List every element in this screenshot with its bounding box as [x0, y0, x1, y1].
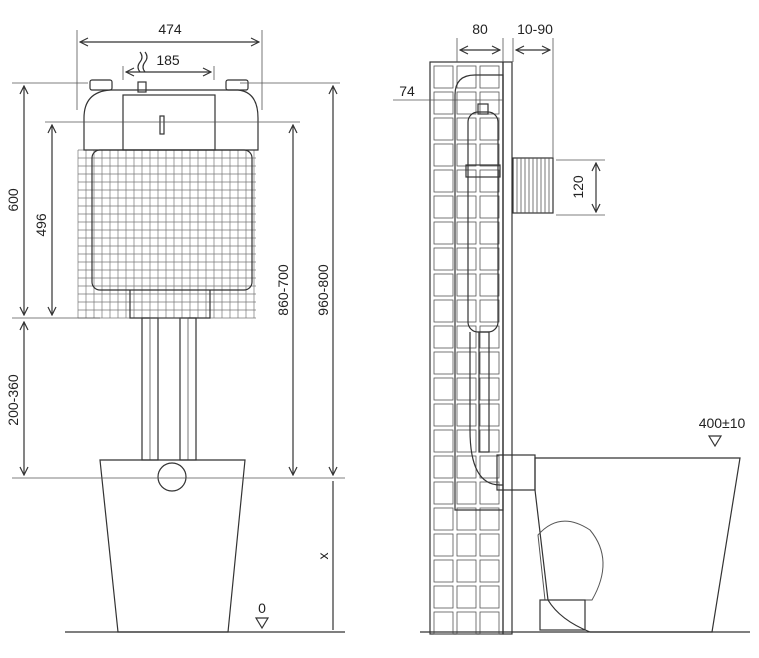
brick — [433, 169, 454, 193]
brick — [433, 195, 454, 219]
brick — [479, 611, 500, 635]
dim-80: 80 — [472, 21, 488, 37]
toilet-bowl-front — [99, 459, 246, 633]
brick — [433, 247, 454, 271]
brick — [479, 507, 500, 531]
tank-body — [91, 149, 253, 291]
brick — [479, 559, 500, 583]
brick — [433, 143, 454, 167]
brick-wall — [429, 61, 504, 635]
dim-960-800: 960-800 — [315, 264, 331, 316]
brick — [456, 195, 477, 219]
flush-pipe — [149, 317, 189, 461]
level-marker-icon — [707, 435, 723, 448]
level-marker-icon — [254, 617, 270, 630]
button-box-grille — [516, 158, 550, 213]
dim-74: 74 — [399, 83, 415, 99]
frame-ear-left — [89, 79, 113, 91]
brick — [456, 117, 477, 141]
brick — [456, 325, 477, 349]
wall-panel — [502, 61, 513, 635]
brick — [433, 481, 454, 505]
brick — [479, 481, 500, 505]
dim-x: x — [315, 553, 331, 560]
brick — [433, 507, 454, 531]
brick — [479, 585, 500, 609]
brick — [479, 143, 500, 167]
brick — [433, 403, 454, 427]
brick — [433, 221, 454, 245]
brick — [456, 611, 477, 635]
brick — [479, 533, 500, 557]
drain-outlet — [539, 599, 586, 631]
brick — [479, 455, 500, 479]
brick — [433, 611, 454, 635]
cistern-top — [83, 89, 259, 151]
brick — [433, 273, 454, 297]
brick — [456, 377, 477, 401]
brick — [433, 65, 454, 89]
brick — [456, 65, 477, 89]
brick — [456, 351, 477, 375]
frame-side — [454, 74, 504, 511]
toilet-bowl-side — [534, 457, 741, 633]
brick — [456, 221, 477, 245]
dim-120: 120 — [570, 175, 586, 199]
dim-185: 185 — [156, 52, 180, 68]
brick — [433, 455, 454, 479]
brick — [433, 91, 454, 115]
bowl-inlet — [157, 462, 187, 492]
dim-400: 400±10 — [699, 415, 746, 431]
frame-ear-right — [225, 79, 249, 91]
side-view: 80 10-90 74 120 400±10 — [393, 21, 750, 635]
dim-860-700: 860-700 — [275, 264, 291, 316]
front-view: 474 185 600 496 200-360 860-700 960-800 … — [5, 21, 345, 633]
brick — [456, 247, 477, 271]
brick — [456, 429, 477, 453]
brick — [433, 429, 454, 453]
tank-valve — [465, 164, 501, 178]
flush-pipe-side — [478, 331, 490, 453]
brick — [479, 91, 500, 115]
water-supply-icon — [137, 51, 148, 73]
brick — [456, 585, 477, 609]
dim-10-90: 10-90 — [517, 21, 553, 37]
brick — [456, 559, 477, 583]
brick — [479, 221, 500, 245]
brick — [456, 299, 477, 323]
frame-grid — [77, 149, 256, 319]
brick — [433, 377, 454, 401]
brick — [456, 273, 477, 297]
brick — [456, 507, 477, 531]
brick — [456, 403, 477, 427]
dim-600: 600 — [5, 188, 21, 212]
brick — [433, 351, 454, 375]
bowl-trap-section — [537, 520, 604, 601]
cistern-cover — [122, 94, 216, 151]
brick — [433, 533, 454, 557]
brick — [479, 195, 500, 219]
brick — [456, 91, 477, 115]
brick — [456, 481, 477, 505]
valve-slot — [159, 115, 165, 135]
brick — [479, 65, 500, 89]
water-inlet — [137, 81, 147, 93]
brick — [479, 299, 500, 323]
brick — [479, 169, 500, 193]
brick — [479, 273, 500, 297]
floor-level-0: 0 — [258, 600, 266, 616]
brick — [433, 117, 454, 141]
dim-496: 496 — [33, 213, 49, 237]
brick — [456, 533, 477, 557]
brick — [433, 325, 454, 349]
brick — [433, 585, 454, 609]
brick — [479, 247, 500, 271]
brick — [456, 143, 477, 167]
brick — [479, 117, 500, 141]
brick — [433, 299, 454, 323]
brick — [433, 559, 454, 583]
dim-200-360: 200-360 — [5, 374, 21, 426]
dim-474: 474 — [158, 21, 182, 37]
